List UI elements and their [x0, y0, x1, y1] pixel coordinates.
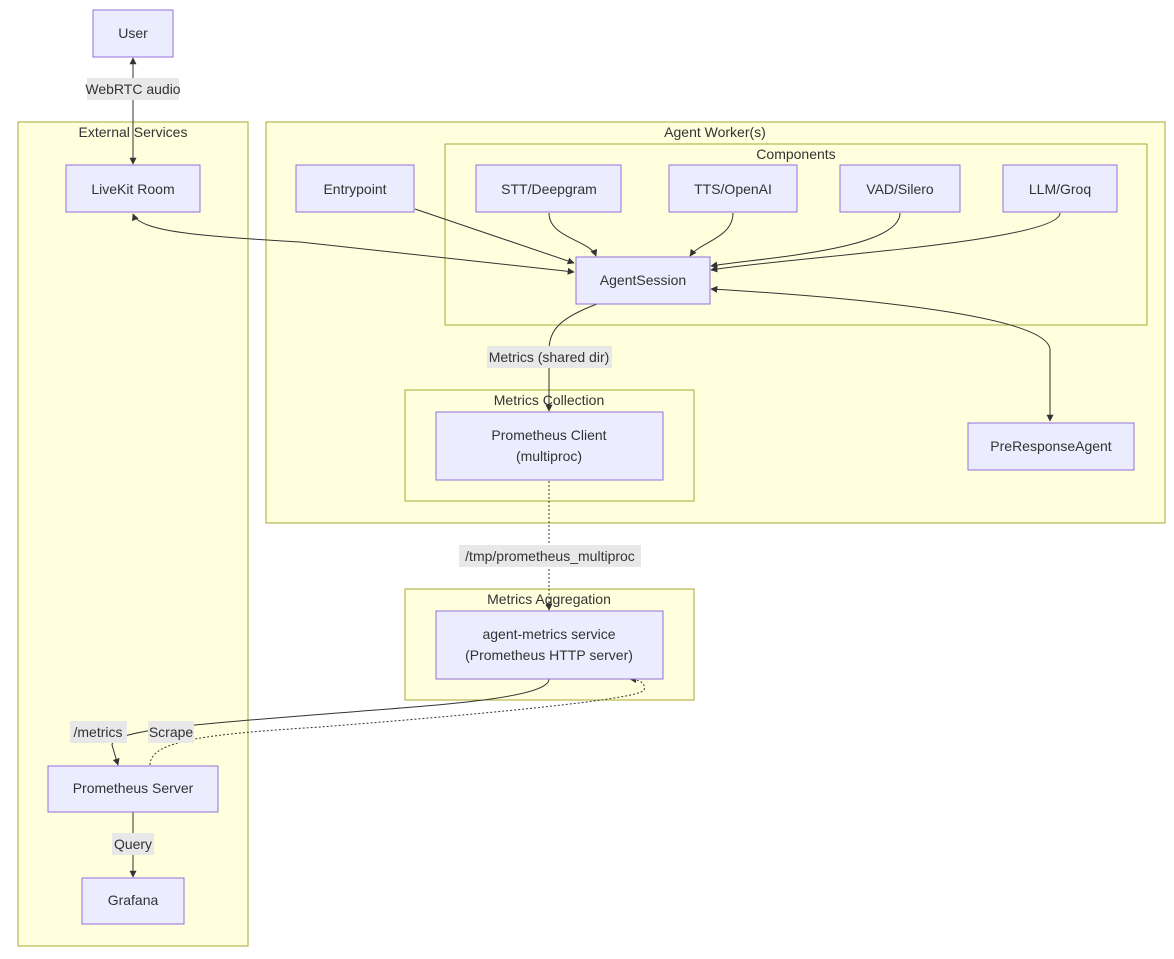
- edge-agentsession-preresponse: [710, 285, 1054, 422]
- node-grafana[interactable]: Grafana: [81, 877, 185, 925]
- svg-text:(multiproc): (multiproc): [516, 448, 582, 464]
- edge-vad-agentsession: [710, 212, 901, 269]
- edge-label-metrics-path: /metrics: [70, 721, 127, 743]
- node-agent-session[interactable]: AgentSession: [575, 256, 711, 305]
- edge-label-scrape: Scrape: [148, 721, 194, 743]
- svg-text:Prometheus Client: Prometheus Client: [491, 427, 606, 443]
- svg-text:/metrics: /metrics: [74, 724, 123, 740]
- node-entrypoint[interactable]: Entrypoint: [295, 164, 415, 213]
- svg-text:WebRTC audio: WebRTC audio: [85, 81, 180, 97]
- svg-text:AgentSession: AgentSession: [600, 272, 686, 288]
- svg-text:Grafana: Grafana: [108, 892, 159, 908]
- svg-text:Scrape: Scrape: [149, 724, 194, 740]
- svg-text:LiveKit Room: LiveKit Room: [91, 181, 174, 197]
- svg-text:VAD/Silero: VAD/Silero: [866, 181, 934, 197]
- node-llm-groq[interactable]: LLM/Groq: [1002, 164, 1118, 213]
- svg-text:agent-metrics service: agent-metrics service: [482, 626, 615, 642]
- edge-label-webrtc: WebRTC audio: [85, 78, 181, 100]
- svg-text:TTS/OpenAI: TTS/OpenAI: [694, 181, 772, 197]
- svg-text:User: User: [118, 25, 148, 41]
- svg-text:Query: Query: [114, 836, 152, 852]
- svg-text:PreResponseAgent: PreResponseAgent: [990, 438, 1112, 454]
- node-pre-response-agent[interactable]: PreResponseAgent: [967, 422, 1135, 471]
- node-livekit-room[interactable]: LiveKit Room: [65, 164, 201, 213]
- node-vad-silero[interactable]: VAD/Silero: [839, 164, 961, 213]
- edge-tts-agentsession: [689, 212, 734, 257]
- node-agent-metrics-service[interactable]: agent-metrics service (Prometheus HTTP s…: [435, 610, 664, 680]
- cluster-components-title: Components: [756, 146, 835, 162]
- edge-livekit-agentsession: [132, 213, 575, 275]
- edge-agentmetrics-promserver: [111, 678, 550, 766]
- node-prometheus-client[interactable]: Prometheus Client (multiproc): [435, 411, 664, 481]
- node-tts-openai[interactable]: TTS/OpenAI: [668, 164, 798, 213]
- edge-stt-agentsession: [548, 212, 598, 257]
- svg-text:(Prometheus HTTP server): (Prometheus HTTP server): [465, 647, 633, 663]
- edge-label-shared-dir: Metrics (shared dir): [487, 346, 612, 368]
- svg-text:/tmp/prometheus_multiproc: /tmp/prometheus_multiproc: [465, 548, 635, 564]
- node-user[interactable]: User: [92, 9, 174, 58]
- cluster-agent-workers-title: Agent Worker(s): [664, 124, 766, 140]
- edge-entrypoint-agentsession: [414, 208, 575, 265]
- svg-text:Metrics (shared dir): Metrics (shared dir): [489, 349, 610, 365]
- svg-text:LLM/Groq: LLM/Groq: [1029, 181, 1091, 197]
- svg-text:STT/Deepgram: STT/Deepgram: [501, 181, 597, 197]
- node-stt-deepgram[interactable]: STT/Deepgram: [475, 164, 622, 213]
- svg-text:Prometheus Server: Prometheus Server: [73, 780, 194, 796]
- edge-label-tmp-dir: /tmp/prometheus_multiproc: [459, 545, 641, 567]
- edge-label-query: Query: [112, 833, 154, 855]
- svg-text:Entrypoint: Entrypoint: [323, 181, 386, 197]
- edge-llm-agentsession: [710, 212, 1061, 273]
- node-prometheus-server[interactable]: Prometheus Server: [47, 765, 219, 813]
